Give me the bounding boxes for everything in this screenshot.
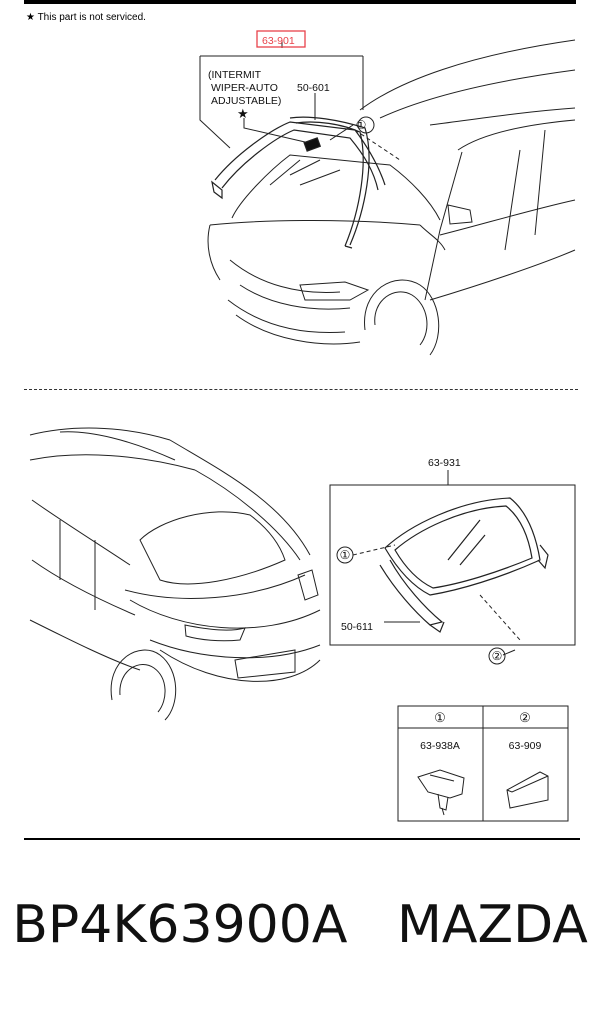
front-molding-part: 50-601 bbox=[297, 82, 330, 94]
rear-callout-2: ② bbox=[492, 649, 503, 663]
star-icon: ★ bbox=[26, 12, 35, 23]
front-callout-1: ① bbox=[356, 118, 367, 132]
section-divider bbox=[24, 389, 578, 390]
legend-part-1: 63-938A bbox=[420, 740, 460, 752]
bottom-rule bbox=[24, 838, 580, 840]
front-leader-lines bbox=[199, 40, 401, 161]
rear-leader-lines bbox=[352, 544, 521, 656]
front-assembly-number: 63-901 bbox=[262, 35, 295, 47]
spacer-block-icon bbox=[506, 771, 549, 809]
rear-molding-part: 50-611 bbox=[341, 621, 373, 633]
part-number: BP4K63900A bbox=[12, 895, 348, 955]
legend-header-1: ① bbox=[434, 710, 446, 725]
front-label-line1: (INTERMIT bbox=[208, 69, 262, 81]
rear-assembly-number: 63-931 bbox=[428, 457, 461, 469]
front-star-icon: ★ bbox=[237, 106, 249, 121]
front-car-outline bbox=[207, 39, 576, 356]
front-label-line2: WIPER-AUTO bbox=[211, 82, 278, 94]
part-caption: BP4K63900A MAZDA bbox=[0, 895, 600, 955]
not-serviced-note: ★ This part is not serviced. bbox=[26, 12, 146, 23]
clip-icon bbox=[417, 769, 465, 816]
front-windshield bbox=[211, 116, 386, 249]
rear-callout-1: ① bbox=[340, 548, 351, 562]
note-text: This part is not serviced. bbox=[37, 12, 146, 23]
legend-part-2: 63-909 bbox=[509, 740, 542, 752]
top-border bbox=[24, 0, 576, 4]
rear-car-outline bbox=[29, 427, 321, 721]
rear-assembly-box bbox=[329, 484, 576, 646]
rear-window-glass bbox=[379, 497, 549, 633]
assembly-number-highlight bbox=[256, 30, 306, 48]
legend-header-2: ② bbox=[519, 710, 531, 725]
front-label-line3: ADJUSTABLE) bbox=[211, 95, 281, 107]
parts-legend-table bbox=[397, 705, 569, 822]
brand-name: MAZDA bbox=[397, 895, 588, 955]
